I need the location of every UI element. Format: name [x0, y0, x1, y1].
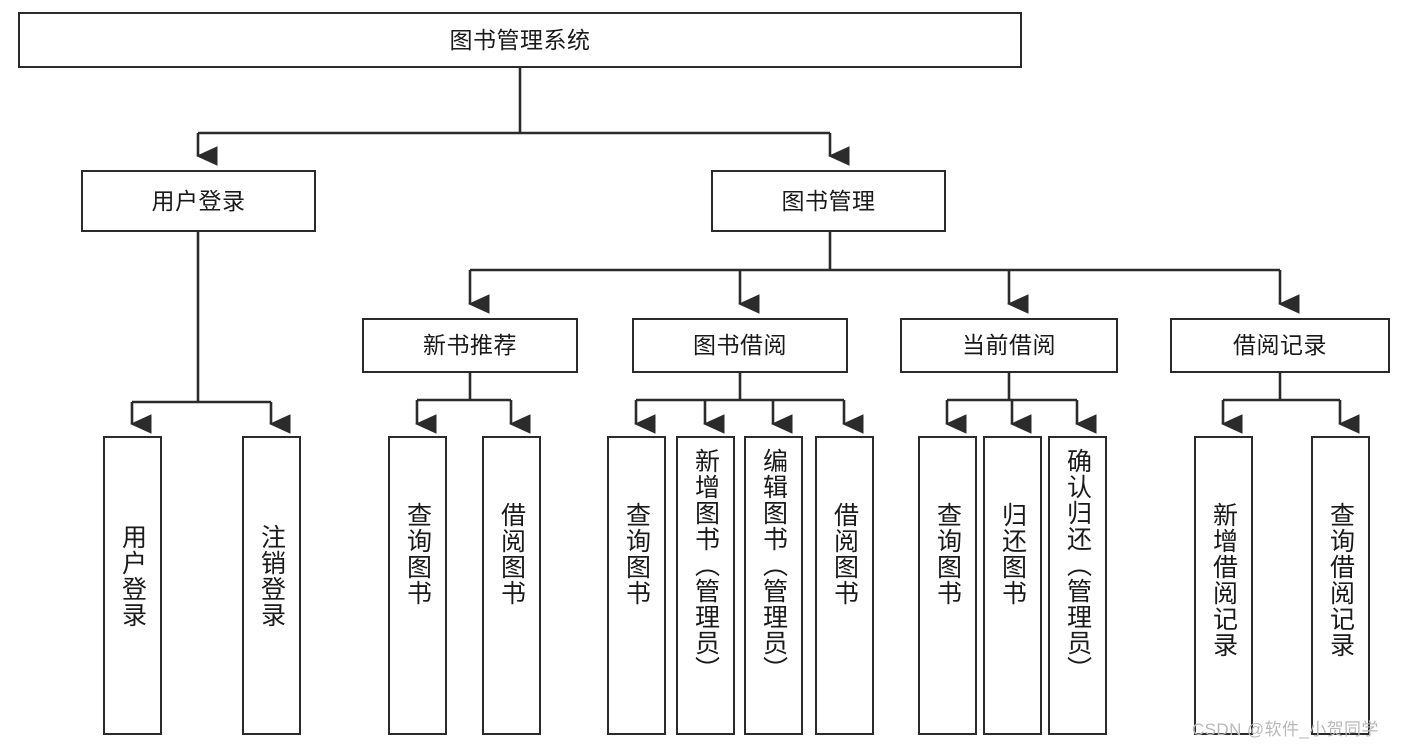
node-book-borrow[interactable]: 图书借阅 — [632, 318, 848, 373]
leaf-query-book-recommend[interactable]: 查询图书 — [388, 436, 447, 735]
node-label: 查询图书 — [403, 502, 432, 606]
leaf-user-logout[interactable]: 注销登录 — [242, 436, 301, 735]
watermark-text: CSDN @软件_小贺同学 — [1192, 720, 1379, 739]
node-label: 用户登录 — [118, 524, 147, 628]
node-root-system[interactable]: 图书管理系统 — [18, 12, 1022, 68]
leaf-add-book-admin[interactable]: 新增图书（管理员） — [676, 436, 735, 735]
node-label: 用户登录 — [151, 187, 246, 214]
node-label: 新增图书（管理员） — [691, 448, 720, 682]
node-label: 确认归还（管理员） — [1063, 448, 1092, 682]
node-label: 借阅记录 — [1233, 332, 1327, 359]
leaf-query-book-borrow[interactable]: 查询图书 — [607, 436, 666, 735]
node-label: 借阅图书 — [830, 502, 859, 606]
leaf-confirm-return-admin[interactable]: 确认归还（管理员） — [1048, 436, 1107, 735]
node-borrow-record[interactable]: 借阅记录 — [1170, 318, 1390, 373]
node-label: 注销登录 — [257, 524, 286, 628]
leaf-borrow-book[interactable]: 借阅图书 — [815, 436, 874, 735]
node-label: 图书管理系统 — [449, 26, 591, 53]
node-label: 当前借阅 — [962, 332, 1056, 359]
leaf-user-login[interactable]: 用户登录 — [103, 436, 162, 735]
node-label: 查询图书 — [933, 502, 962, 606]
node-label: 图书借阅 — [693, 332, 787, 359]
node-label: 查询借阅记录 — [1326, 502, 1355, 658]
leaf-query-borrow-record[interactable]: 查询借阅记录 — [1311, 436, 1370, 735]
node-user-login[interactable]: 用户登录 — [81, 170, 316, 232]
node-label: 新书推荐 — [423, 332, 517, 359]
leaf-add-borrow-record[interactable]: 新增借阅记录 — [1194, 436, 1253, 735]
node-label: 新增借阅记录 — [1209, 502, 1238, 658]
node-current-borrow[interactable]: 当前借阅 — [900, 318, 1118, 373]
leaf-edit-book-admin[interactable]: 编辑图书（管理员） — [744, 436, 803, 735]
node-book-management[interactable]: 图书管理 — [711, 170, 946, 232]
node-new-book-recommend[interactable]: 新书推荐 — [362, 318, 578, 373]
leaf-query-book-current[interactable]: 查询图书 — [918, 436, 977, 735]
node-label: 查询图书 — [622, 502, 651, 606]
leaf-borrow-book-recommend[interactable]: 借阅图书 — [482, 436, 541, 735]
node-label: 图书管理 — [781, 187, 876, 214]
leaf-return-book[interactable]: 归还图书 — [983, 436, 1042, 735]
node-label: 归还图书 — [998, 502, 1027, 606]
node-label: 借阅图书 — [497, 502, 526, 606]
node-label: 编辑图书（管理员） — [759, 448, 788, 682]
